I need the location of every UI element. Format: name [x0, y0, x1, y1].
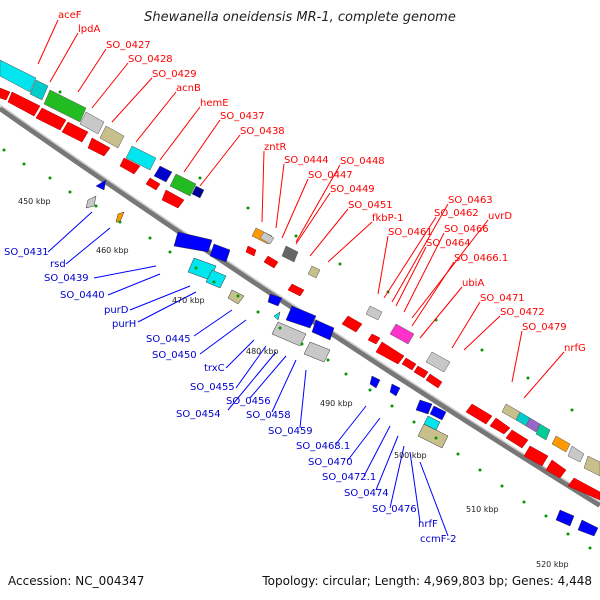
gene-label-SO_0459[interactable]: SO_0459: [268, 426, 313, 437]
gene-label-SO_0451[interactable]: SO_0451: [348, 200, 393, 211]
gene-label-SO_0456[interactable]: SO_0456: [226, 396, 271, 407]
gene-label-SO_0458[interactable]: SO_0458: [246, 410, 291, 421]
gene-label-SO_0474[interactable]: SO_0474: [344, 488, 389, 499]
gene-label-SO_0447[interactable]: SO_0447: [308, 170, 353, 181]
gene-label-SO_0461[interactable]: SO_0461: [388, 227, 433, 238]
scale-label-460: 460 kbp: [96, 246, 129, 255]
gene-label-rsd[interactable]: rsd: [50, 259, 66, 270]
gene-label-ubiA[interactable]: ubiA: [462, 278, 485, 289]
gene-label-aceF[interactable]: aceF: [58, 10, 82, 21]
gene-label-SO_0445[interactable]: SO_0445: [146, 334, 191, 345]
gene-label-SO_0440[interactable]: SO_0440: [60, 290, 105, 301]
scale-label-510: 510 kbp: [466, 505, 499, 514]
gene-label-fkbP-1[interactable]: fkbP-1: [372, 213, 404, 224]
gene-label-SO_0438[interactable]: SO_0438: [240, 126, 285, 137]
gene-label-SO_0472[interactable]: SO_0472: [500, 307, 545, 318]
gene-label-zntR[interactable]: zntR: [264, 142, 287, 153]
gene-label-lpdA[interactable]: lpdA: [78, 24, 101, 35]
gene-label-SO_0448[interactable]: SO_0448: [340, 156, 385, 167]
gene-label-SO_0428[interactable]: SO_0428: [128, 54, 173, 65]
gene-label-SO_0466[interactable]: SO_0466: [444, 224, 489, 235]
gene-label-SO_0462[interactable]: SO_0462: [434, 208, 479, 219]
accession-text: Accession: NC_004347: [8, 574, 145, 588]
scale-label-480: 480 kbp: [246, 347, 279, 356]
gene-label-SO_0449[interactable]: SO_0449: [330, 184, 375, 195]
scale-label-520: 520 kbp: [536, 560, 569, 569]
gene-label-SO_0463[interactable]: SO_0463: [448, 195, 493, 206]
forward-strand-boxes: [0, 59, 600, 477]
summary-text: Topology: circular; Length: 4,969,803 bp…: [262, 574, 592, 588]
gene-label-purH[interactable]: purH: [112, 319, 137, 330]
scale-label-470: 470 kbp: [172, 296, 205, 305]
gene-label-purD[interactable]: purD: [104, 305, 129, 316]
gene-label-ccmF-2[interactable]: ccmF-2: [420, 534, 457, 545]
gene-label-acnB[interactable]: acnB: [176, 83, 201, 94]
gene-label-SO_0450[interactable]: SO_0450: [152, 350, 197, 361]
gene-label-uvrD[interactable]: uvrD: [488, 211, 513, 222]
gene-label-nrfG[interactable]: nrfG: [564, 343, 586, 354]
gene-label-SO_0444[interactable]: SO_0444: [284, 155, 329, 166]
gene-label-hemE[interactable]: hemE: [200, 98, 229, 109]
gene-label-SO_0455[interactable]: SO_0455: [190, 382, 235, 393]
gene-label-SO_0429[interactable]: SO_0429: [152, 69, 197, 80]
forward-strand-arrows: [0, 87, 600, 501]
gene-label-trxC[interactable]: trxC: [204, 363, 225, 374]
gene-label-SO_0439[interactable]: SO_0439: [44, 273, 89, 284]
gene-label-SO_0454[interactable]: SO_0454: [176, 409, 221, 420]
reverse-strand-features: [85, 179, 599, 537]
map-title: Shewanella oneidensis MR-1, complete gen…: [144, 10, 456, 25]
gene-label-SO_0466.1[interactable]: SO_0466.1: [454, 253, 509, 264]
scale-label-490: 490 kbp: [320, 399, 353, 408]
gene-label-SO_0437[interactable]: SO_0437: [220, 111, 265, 122]
gene-label-SO_0431[interactable]: SO_0431: [4, 247, 49, 258]
scale-label-450: 450 kbp: [18, 197, 51, 206]
forward-leader-lines: [37, 19, 565, 399]
gene-label-SO_0468.1[interactable]: SO_0468.1: [296, 441, 351, 452]
gene-label-SO_0479[interactable]: SO_0479: [522, 322, 567, 333]
gene-label-SO_0470[interactable]: SO_0470: [308, 457, 353, 468]
gene-label-SO_0476[interactable]: SO_0476: [372, 504, 417, 515]
gene-label-nrfF[interactable]: nrfF: [418, 519, 438, 530]
reverse-leader-lines: [47, 211, 449, 537]
gene-label-SO_0471[interactable]: SO_0471: [480, 293, 525, 304]
gene-label-SO_0464[interactable]: SO_0464: [426, 238, 471, 249]
scale-label-500: 500 kbp: [394, 451, 427, 460]
gene-label-SO_0472.1[interactable]: SO_0472.1: [322, 472, 377, 483]
gene-label-SO_0427[interactable]: SO_0427: [106, 40, 151, 51]
